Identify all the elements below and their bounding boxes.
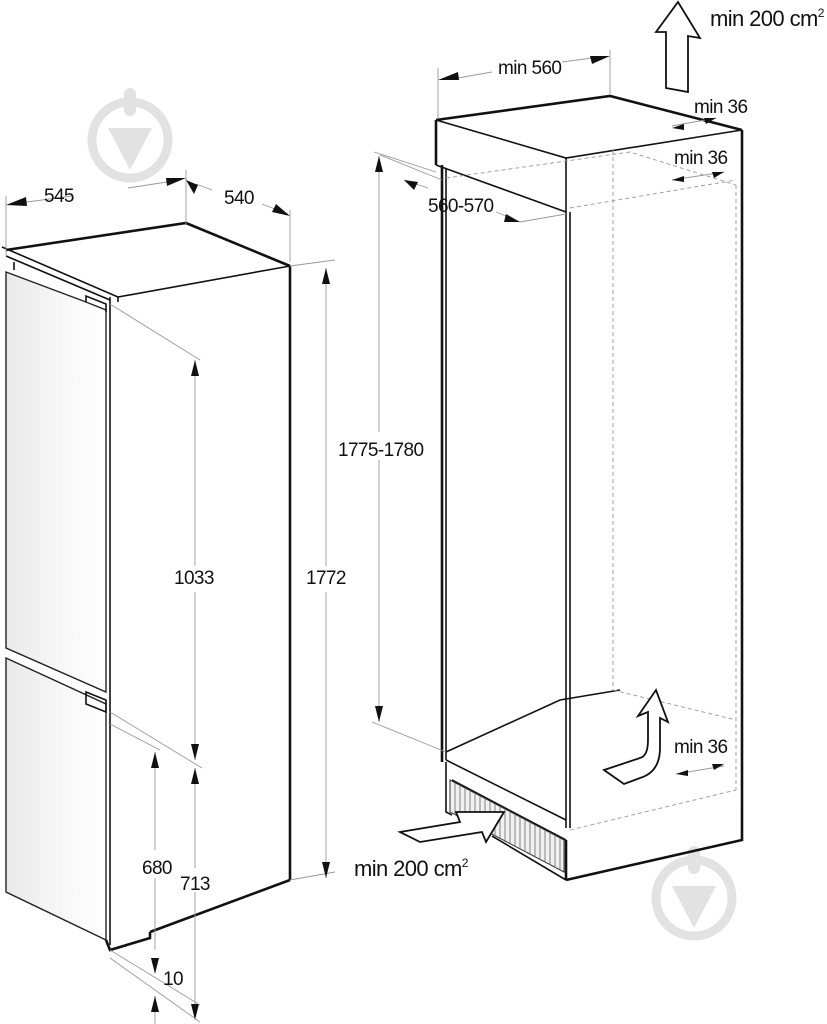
niche-drawing	[434, 94, 744, 882]
svg-text:min 200 cm2: min 200 cm2	[354, 856, 469, 881]
ventilation-grille-icon	[449, 779, 565, 873]
label-niche-height: 1775-1780	[338, 440, 423, 461]
label-vent-top: min 200 cm2	[710, 6, 825, 31]
airflow-curved-arrow-icon	[602, 688, 670, 786]
label-lower-door-height: 680	[142, 858, 172, 879]
dimension-top-clearance-back: min 36	[671, 97, 748, 130]
label-niche-depth: 560-570	[428, 196, 494, 217]
dimension-gap-10: 10	[109, 949, 201, 1024]
label-niche-width: min 560	[498, 58, 561, 79]
dimension-height-1772: 1772	[289, 259, 347, 881]
label-appliance-depth: 540	[224, 188, 254, 209]
vent-top-value: min 200 cm	[710, 6, 818, 31]
dimension-bottom-clearance: min 36	[674, 737, 728, 776]
dimension-niche-depth: 560-570	[379, 154, 567, 223]
label-bottom-gap: 10	[163, 969, 183, 990]
dimension-niche-height: 1775-1780	[338, 151, 447, 753]
watermark-logo-icon	[651, 846, 737, 941]
dimension-height-680: 680	[109, 723, 173, 950]
dimension-top-clearance-side: min 36	[671, 148, 728, 182]
dimension-width-545: 545	[5, 170, 187, 255]
label-top-clearance-side: min 36	[674, 148, 727, 169]
label-bottom-clearance: min 36	[674, 737, 727, 758]
vent-bottom-sup: 2	[462, 856, 469, 870]
label-top-clearance-back: min 36	[694, 97, 747, 118]
dimension-niche-width: min 560	[437, 50, 611, 118]
label-appliance-height: 1772	[306, 568, 346, 589]
appliance-drawing	[1, 221, 292, 952]
vent-top-sup: 2	[818, 6, 825, 20]
label-appliance-width: 545	[44, 186, 74, 207]
airflow-up-arrow-icon	[654, 0, 702, 94]
label-upper-door-height: 1033	[174, 568, 214, 589]
dimension-depth-540: 540	[186, 180, 291, 262]
dimension-height-713: 713	[109, 711, 211, 1020]
watermark-logo-icon	[87, 88, 173, 183]
airflow-in-arrow-icon	[397, 811, 506, 845]
svg-text:min 200 cm2: min 200 cm2	[710, 6, 825, 31]
label-vent-bottom: min 200 cm2	[354, 856, 469, 881]
vent-bottom-value: min 200 cm	[354, 856, 462, 881]
label-lower-section-height: 713	[180, 874, 210, 895]
dimension-height-1033: 1033	[109, 303, 215, 760]
